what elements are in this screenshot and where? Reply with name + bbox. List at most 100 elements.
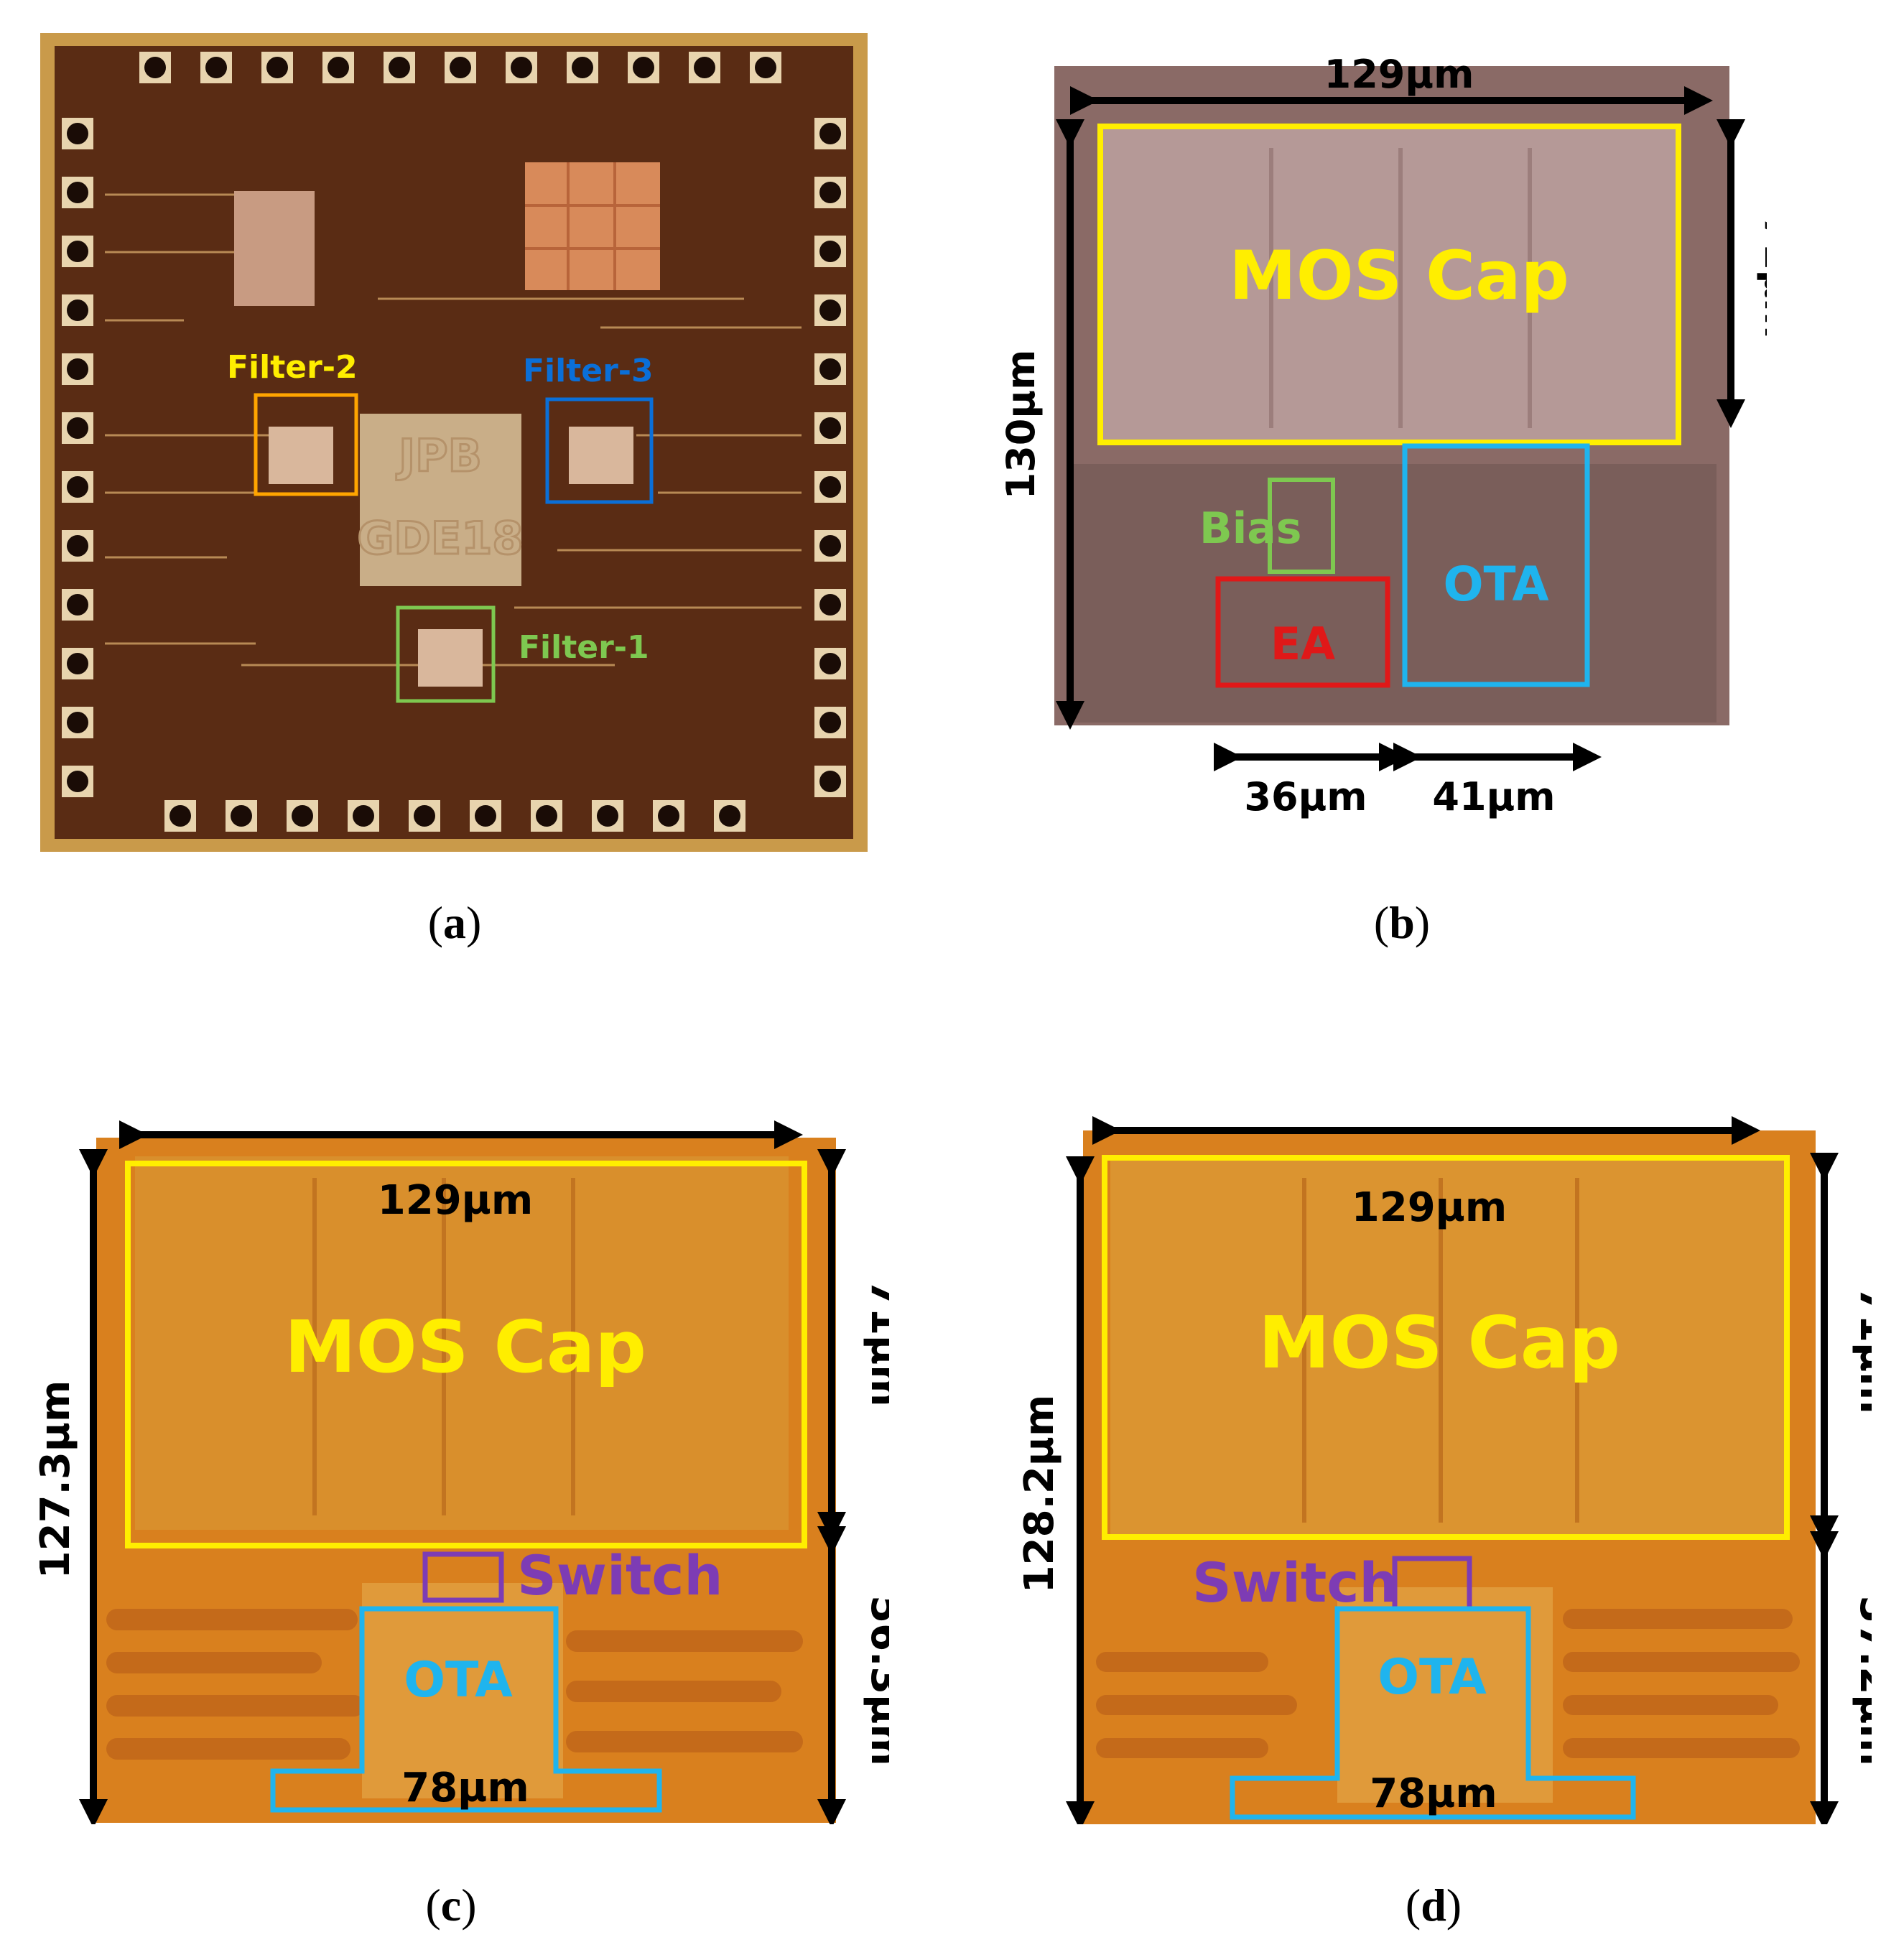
panel-c-layout: 129µm 127.3µm 71µm 56.3µm 78µm MOS Cap S…	[32, 1120, 889, 1824]
switch-box[interactable]	[422, 1551, 504, 1603]
bias-box[interactable]	[1268, 478, 1335, 574]
moscap-area	[1110, 1156, 1785, 1537]
bond-pad	[62, 530, 93, 562]
bond-pad	[506, 52, 537, 83]
bond-pad	[531, 800, 562, 832]
moscap-label: MOS Cap	[284, 1305, 646, 1389]
bond-pad	[62, 177, 93, 208]
bond-pad	[814, 589, 846, 621]
bond-pad	[62, 412, 93, 444]
bond-pad	[164, 800, 196, 832]
panel-b-layout: 129µm 130µm 71µm 36µm 41µm MOS Cap Bias …	[998, 52, 1767, 819]
dim-top: 129µm	[378, 1177, 533, 1224]
filter-3-box[interactable]	[545, 397, 654, 504]
moscap-box[interactable]	[125, 1161, 807, 1548]
bond-pad	[261, 52, 293, 83]
bond-pad	[287, 800, 318, 832]
dim-right-top: 71µm	[1851, 1286, 1872, 1414]
bond-pad	[592, 800, 623, 832]
bond-pad	[814, 707, 846, 738]
ea-box[interactable]	[1215, 576, 1390, 688]
ota-area	[362, 1583, 563, 1798]
lower-traces	[1096, 1609, 1800, 1758]
filter-3-label: Filter-3	[523, 353, 654, 389]
moscap-box[interactable]	[1102, 1155, 1790, 1540]
filter-1-box[interactable]	[396, 605, 496, 703]
filter-3-circuit	[569, 427, 633, 484]
bond-pad	[62, 707, 93, 738]
dim-bottom: 78µm	[1370, 1770, 1497, 1817]
ota-label: OTA	[1378, 1649, 1487, 1706]
bond-pad	[384, 52, 415, 83]
bond-pad	[814, 530, 846, 562]
dim-right-bottom: 57.2µm	[1851, 1595, 1872, 1766]
bond-pad	[750, 52, 781, 83]
filter-1-label: Filter-1	[519, 629, 649, 666]
dim-left: 127.3µm	[32, 1380, 79, 1579]
bond-pad	[348, 800, 379, 832]
dim-bottom: 78µm	[401, 1765, 529, 1811]
bond-pad	[62, 471, 93, 503]
filter-2-circuit	[269, 427, 333, 484]
filter-2-box[interactable]	[254, 393, 358, 496]
bond-pad	[814, 412, 846, 444]
bond-pad	[814, 177, 846, 208]
dim-right-top: 71µm	[862, 1279, 889, 1407]
bond-pad	[409, 800, 440, 832]
bond-pad	[814, 294, 846, 326]
bond-pad	[567, 52, 598, 83]
dim-bottom-left: 36µm	[1244, 774, 1367, 819]
moscap-area	[135, 1156, 789, 1530]
caption-d: (d)	[1405, 1880, 1462, 1931]
moscap-box[interactable]	[1097, 124, 1681, 445]
ota-label: OTA	[404, 1652, 513, 1709]
filter-1-circuit	[418, 629, 483, 687]
bond-pad	[62, 118, 93, 149]
die-mark-line-1: JPB	[396, 429, 482, 482]
panel-d-layout: 129µm 128.2µm 71µm 57.2µm 78µm MOS Cap S…	[1016, 1116, 1872, 1824]
panel-a-chip-photo: JPB GDE18 Filter-2 Filter-3 Filter-1	[40, 33, 868, 852]
bond-pad	[62, 236, 93, 267]
ea-label: EA	[1271, 618, 1335, 670]
moscap-area	[1099, 126, 1681, 442]
dim-top: 129µm	[1324, 52, 1474, 97]
dim-right: 71µm	[1756, 215, 1767, 338]
bond-pad	[814, 118, 846, 149]
bond-pads	[62, 52, 846, 832]
moscap-label: MOS Cap	[1258, 1301, 1620, 1385]
bond-pad	[445, 52, 476, 83]
dim-left: 130µm	[998, 350, 1044, 500]
bond-pad	[200, 52, 232, 83]
switch-label: Switch	[1192, 1551, 1398, 1615]
bond-pad	[62, 766, 93, 797]
center-die-logo	[360, 414, 521, 586]
bond-pad	[689, 52, 720, 83]
ota-box[interactable]	[1402, 443, 1590, 687]
ota-area	[1337, 1587, 1553, 1803]
dim-top: 129µm	[1352, 1184, 1507, 1231]
bond-pad	[470, 800, 501, 832]
lower-circuitry	[1070, 464, 1717, 723]
caption-c: (c)	[425, 1880, 477, 1931]
ota-box[interactable]	[270, 1606, 662, 1813]
die-mark-line-2: GDE18	[358, 512, 524, 565]
ota-box[interactable]	[1230, 1606, 1636, 1820]
ota-label: OTA	[1443, 557, 1548, 612]
bond-pad	[62, 353, 93, 385]
bond-pad	[62, 648, 93, 679]
bond-pad	[814, 236, 846, 267]
bond-pad	[653, 800, 684, 832]
bond-pad	[322, 52, 354, 83]
switch-label: Switch	[517, 1543, 723, 1607]
bond-pad	[62, 589, 93, 621]
caption-b: (b)	[1373, 897, 1431, 948]
dim-bottom-right: 41µm	[1432, 774, 1555, 819]
moscap-label: MOS Cap	[1229, 237, 1569, 315]
lower-traces	[106, 1609, 803, 1760]
dim-right-bottom: 56.3µm	[862, 1595, 889, 1766]
bond-pad	[814, 648, 846, 679]
bond-pad	[628, 52, 659, 83]
bond-pad	[62, 294, 93, 326]
block-top-right	[525, 162, 660, 290]
bond-pad	[226, 800, 257, 832]
